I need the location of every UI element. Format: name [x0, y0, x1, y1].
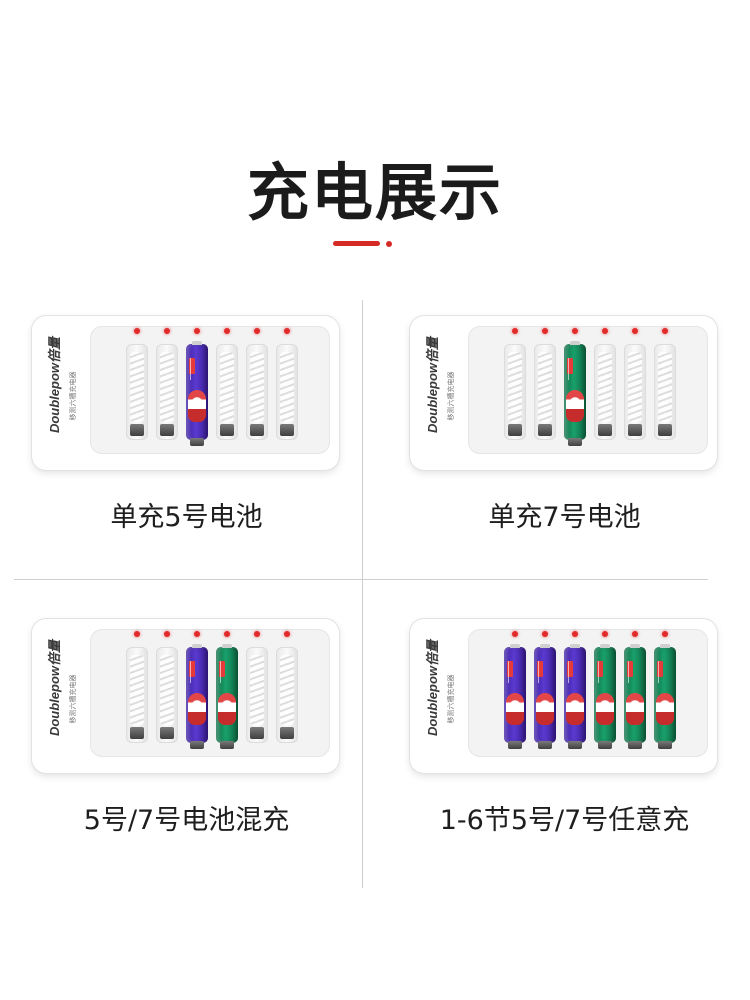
charger-image: Doublepow倍量 移测六槽充电器	[410, 316, 717, 470]
aa-battery	[186, 341, 208, 446]
empty-battery-slot	[126, 647, 148, 743]
charging-led	[194, 328, 200, 334]
empty-battery-slot	[246, 344, 268, 440]
charging-led	[662, 631, 668, 637]
title-accent-dot	[386, 241, 392, 247]
empty-battery-slot	[624, 344, 646, 440]
aaa-battery	[654, 644, 676, 749]
brand-logo: Doublepow倍量	[425, 336, 440, 434]
empty-battery-slot	[216, 344, 238, 440]
aa-battery	[534, 644, 556, 749]
charger-image: Doublepow倍量 移测六槽充电器	[32, 619, 339, 773]
aaa-battery	[564, 341, 586, 446]
brand-logo: Doublepow倍量	[425, 639, 440, 737]
charger-image: Doublepow倍量 移测六槽充电器	[410, 619, 717, 773]
panel-caption: 5号/7号电池混充	[83, 805, 290, 836]
panel-mixed-charge: Doublepow倍量 移测六槽充电器 5号/7号电池混充	[14, 603, 359, 873]
charging-led	[572, 631, 578, 637]
charging-led	[134, 328, 140, 334]
brand-subtitle: 移测六槽充电器	[69, 674, 77, 724]
aa-battery	[564, 644, 586, 749]
empty-battery-slot	[594, 344, 616, 440]
aaa-battery	[594, 644, 616, 749]
charging-led	[284, 328, 290, 334]
empty-battery-slot	[156, 647, 178, 743]
charging-led	[224, 328, 230, 334]
charging-led	[164, 631, 170, 637]
brand-subtitle: 移测六槽充电器	[69, 371, 77, 421]
title-accent-bar	[333, 241, 380, 246]
brand-subtitle: 移测六槽充电器	[447, 674, 455, 724]
panel-caption: 1-6节5号/7号任意充	[439, 805, 690, 836]
charging-led	[602, 631, 608, 637]
charging-led	[512, 328, 518, 334]
panel-caption: 单充7号电池	[488, 502, 641, 533]
horizontal-divider	[14, 579, 708, 580]
charging-led	[662, 328, 668, 334]
brand-logo: Doublepow倍量	[47, 639, 62, 737]
aa-battery	[186, 644, 208, 749]
charging-led	[572, 328, 578, 334]
charging-led	[632, 328, 638, 334]
panel-caption: 单充5号电池	[110, 502, 263, 533]
empty-battery-slot	[504, 344, 526, 440]
battery-tray	[90, 629, 330, 757]
charging-led	[632, 631, 638, 637]
brand-subtitle: 移测六槽充电器	[447, 371, 455, 421]
battery-tray	[468, 629, 708, 757]
charging-led	[134, 631, 140, 637]
charging-led	[194, 631, 200, 637]
aaa-battery	[216, 644, 238, 749]
panel-single-aa: Doublepow倍量 移测六槽充电器 单充5号电池	[14, 300, 359, 570]
aa-battery	[504, 644, 526, 749]
brand-logo: Doublepow倍量	[47, 336, 62, 434]
charging-led	[254, 328, 260, 334]
charging-led	[512, 631, 518, 637]
aaa-battery	[624, 644, 646, 749]
page-title: 充电展示	[246, 156, 503, 229]
charging-led	[602, 328, 608, 334]
charging-led	[542, 328, 548, 334]
empty-battery-slot	[534, 344, 556, 440]
charging-led	[254, 631, 260, 637]
charging-led	[224, 631, 230, 637]
empty-battery-slot	[126, 344, 148, 440]
panel-any-charge: Doublepow倍量 移测六槽充电器 1-6节5号/7号任意充	[392, 603, 737, 873]
empty-battery-slot	[276, 647, 298, 743]
battery-tray	[90, 326, 330, 454]
charging-led	[164, 328, 170, 334]
charging-led	[284, 631, 290, 637]
empty-battery-slot	[654, 344, 676, 440]
empty-battery-slot	[276, 344, 298, 440]
charging-led	[542, 631, 548, 637]
battery-tray	[468, 326, 708, 454]
empty-battery-slot	[156, 344, 178, 440]
charger-image: Doublepow倍量 移测六槽充电器	[32, 316, 339, 470]
panel-single-aaa: Doublepow倍量 移测六槽充电器 单充7号电池	[392, 300, 737, 570]
empty-battery-slot	[246, 647, 268, 743]
vertical-divider	[362, 300, 363, 888]
